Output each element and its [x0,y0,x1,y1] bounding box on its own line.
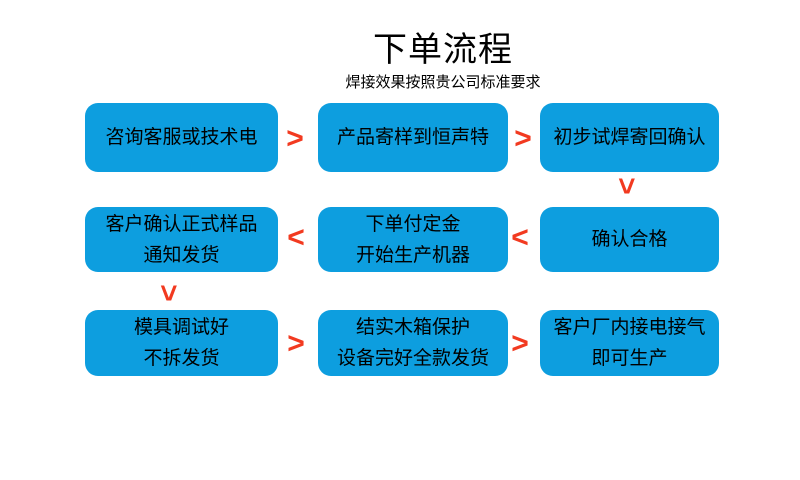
arrow-down-icon: > [152,284,185,302]
flow-step-confirm-qualified: 确认合格 [540,207,719,272]
flow-step-text: 结实木箱保护 [355,317,470,338]
flow-step-mold-debug: 模具调试好 不拆发货 [85,310,278,376]
flow-step-consult: 咨询客服或技术电 [85,103,278,172]
flow-step-deposit-production: 下单付定金 开始生产机器 [318,207,508,272]
arrow-right-icon: > [511,327,529,360]
arrow-right-icon: > [514,122,532,155]
flow-step-text: 产品寄样到恒声特 [336,127,489,148]
flow-step-send-sample: 产品寄样到恒声特 [318,103,508,172]
flow-step-wooden-crate-ship: 结实木箱保护 设备完好全款发货 [318,310,508,376]
flow-step-text: 设备完好全款发货 [336,348,489,369]
flow-step-text: 即可生产 [591,348,668,369]
flow-step-text: 模具调试好 [133,317,229,338]
flow-step-text: 初步试焊寄回确认 [553,127,706,148]
page-subtitle: 焊接效果按照贵公司标准要求 [345,74,541,91]
flow-step-text: 客户确认正式样品 [105,213,258,235]
flow-step-trial-weld: 初步试焊寄回确认 [540,103,719,172]
arrow-left-icon: < [287,221,305,254]
flow-step-text: 不拆发货 [143,348,220,369]
flow-step-text: 开始生产机器 [355,244,470,266]
diagram-header: 下单流程 焊接效果按照贵公司标准要求 [345,30,540,92]
flow-step-text: 通知发货 [143,244,220,266]
arrow-right-icon: > [287,327,305,360]
flow-step-confirm-sample-ship: 客户确认正式样品 通知发货 [85,207,278,272]
flow-step-text: 下单付定金 [365,213,461,235]
flow-step-text: 确认合格 [591,229,668,250]
arrow-down-icon: > [610,177,643,195]
arrow-left-icon: < [511,221,529,254]
flow-step-customer-production: 客户厂内接电接气 即可生产 [540,310,719,376]
arrow-right-icon: > [286,122,304,155]
flow-step-text: 客户厂内接电接气 [553,317,706,338]
flow-step-text: 咨询客服或技术电 [105,127,258,148]
page-title: 下单流程 [372,31,513,69]
